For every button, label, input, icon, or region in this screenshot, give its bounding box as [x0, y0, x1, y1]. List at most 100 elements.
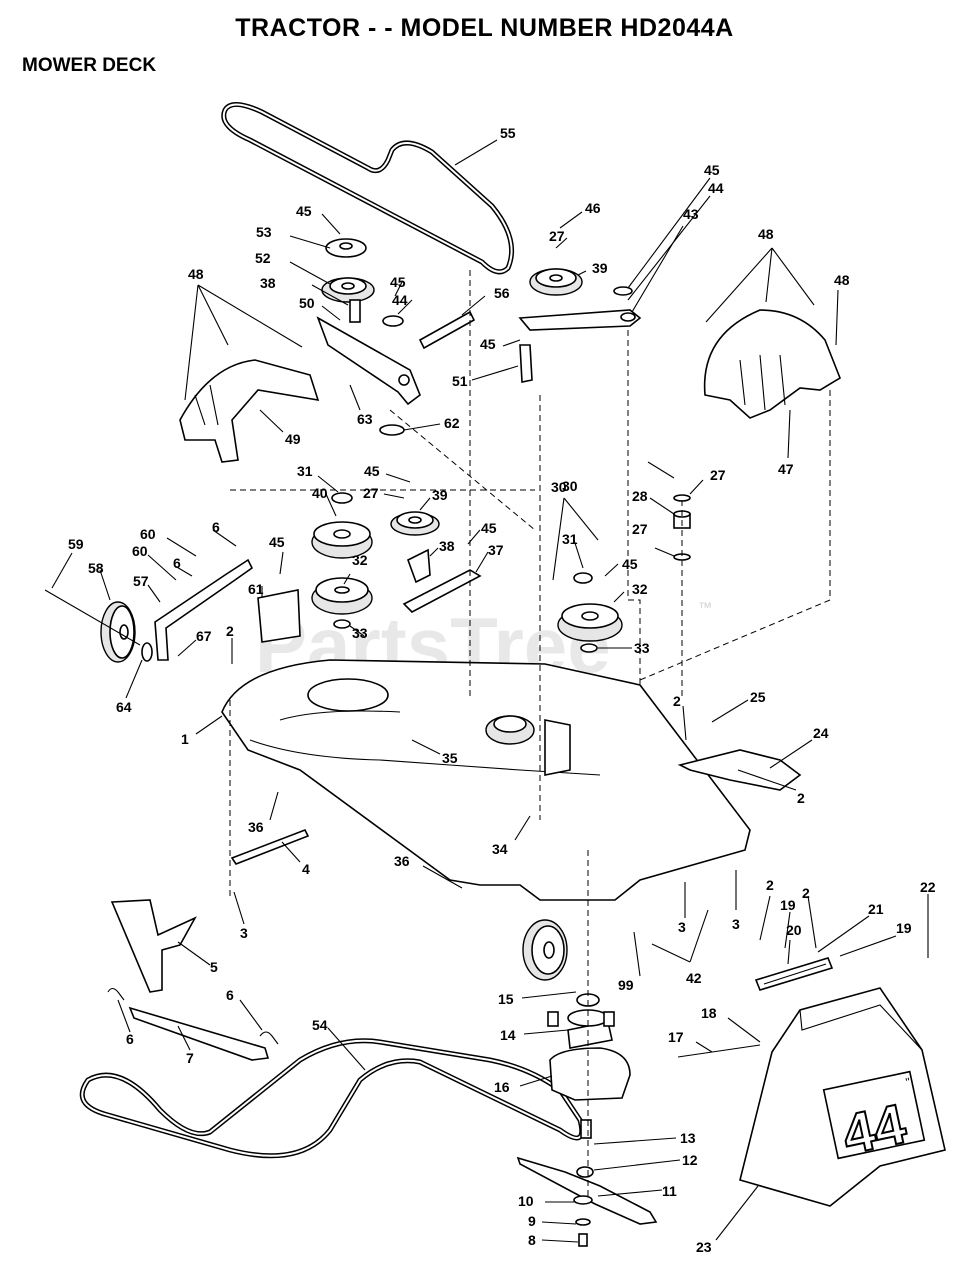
washer-64	[141, 642, 153, 662]
part-label-6: 6	[212, 519, 220, 535]
part-label-27: 27	[549, 228, 565, 244]
chute-rod-17	[677, 1044, 761, 1058]
part-label-43: 43	[683, 206, 699, 222]
part-label-16: 16	[494, 1079, 510, 1095]
gauge-wheel-58	[100, 601, 136, 663]
diagram-subtitle: MOWER DECK	[22, 55, 157, 76]
part-label-38: 38	[260, 275, 276, 291]
part-label-6: 6	[226, 987, 234, 1003]
part-label-18: 18	[701, 1005, 717, 1021]
idler-arm-50	[316, 299, 421, 406]
part-label-28: 28	[632, 488, 648, 504]
pulley-32-left	[311, 577, 373, 615]
part-label-45: 45	[296, 203, 312, 219]
idler-pulley-53	[325, 238, 367, 258]
part-label-30: 30	[562, 478, 578, 494]
part-label-8: 8	[528, 1232, 536, 1248]
part-label-2: 2	[673, 693, 681, 709]
deck-wheel	[522, 919, 568, 981]
part-label-38: 38	[439, 538, 455, 554]
belt-cover-47	[703, 309, 841, 419]
part-label-53: 53	[256, 224, 272, 240]
part-label-1: 1	[181, 731, 189, 747]
part-label-44: 44	[708, 180, 724, 196]
washer-44-right	[613, 286, 633, 296]
part-label-13: 13	[680, 1130, 696, 1146]
part-label-45: 45	[622, 556, 638, 572]
part-label-67: 67	[196, 628, 212, 644]
part-label-3: 3	[240, 925, 248, 941]
adapter-12	[576, 1166, 594, 1178]
part-label-35: 35	[442, 750, 458, 766]
washer-33-left	[333, 619, 351, 629]
part-label-19: 19	[896, 920, 912, 936]
part-label-15: 15	[498, 991, 514, 1007]
part-label-23: 23	[696, 1239, 712, 1255]
link-4	[230, 828, 310, 865]
part-label-32: 32	[632, 581, 648, 597]
part-label-21: 21	[868, 901, 884, 917]
part-label-63: 63	[357, 411, 373, 427]
part-label-64: 64	[116, 699, 132, 715]
stabilizer-bracket-5	[110, 899, 197, 993]
idler-pulley-39-upper	[529, 268, 583, 296]
part-label-48: 48	[188, 266, 204, 282]
part-label-36: 36	[248, 819, 264, 835]
part-label-25: 25	[750, 689, 766, 705]
deck-size-unit: "	[905, 1075, 912, 1090]
idler-arm-43	[518, 309, 642, 331]
pulley-40	[311, 521, 373, 559]
blade-11	[516, 1156, 658, 1225]
washer-9	[575, 1218, 591, 1226]
upper-drive-belt	[221, 102, 515, 275]
part-label-31: 31	[562, 531, 578, 547]
part-label-45: 45	[364, 463, 380, 479]
part-label-52: 52	[255, 250, 271, 266]
part-label-45: 45	[269, 534, 285, 550]
pulley-31-right	[573, 572, 593, 584]
stabilizer-bar-7	[128, 1006, 270, 1061]
part-label-45: 45	[704, 162, 720, 178]
part-label-59: 59	[68, 536, 84, 552]
washer-10	[573, 1195, 593, 1205]
part-label-6: 6	[126, 1031, 134, 1047]
part-label-3: 3	[732, 916, 740, 932]
part-label-27: 27	[632, 521, 648, 537]
idler-pulley-52	[321, 277, 375, 303]
part-label-48: 48	[834, 272, 850, 288]
chute-hinge-20	[754, 957, 834, 991]
part-label-6: 6	[173, 555, 181, 571]
part-label-50: 50	[299, 295, 315, 311]
part-label-99: 99	[618, 977, 634, 993]
bracket-38	[407, 548, 431, 584]
trademark-mark: ™	[698, 599, 712, 615]
part-label-37: 37	[488, 542, 504, 558]
bracket-24	[677, 749, 802, 791]
part-label-45: 45	[390, 274, 406, 290]
part-label-51: 51	[452, 373, 468, 389]
bolt-59	[44, 589, 141, 646]
part-label-45: 45	[480, 336, 496, 352]
idler-pulley-39-middle	[390, 511, 440, 536]
part-label-31: 31	[297, 463, 313, 479]
part-label-32: 32	[352, 552, 368, 568]
part-label-22: 22	[920, 879, 936, 895]
washer-33-right	[580, 643, 598, 653]
deck-size-badge: 44	[837, 1092, 911, 1167]
part-label-45: 45	[481, 520, 497, 536]
part-label-48: 48	[758, 226, 774, 242]
part-label-24: 24	[813, 725, 829, 741]
part-label-61: 61	[248, 581, 264, 597]
part-label-33: 33	[352, 625, 368, 641]
pulley-32-right	[557, 603, 623, 642]
part-label-17: 17	[668, 1029, 684, 1045]
part-label-40: 40	[312, 485, 328, 501]
bracket-61	[257, 589, 301, 643]
part-label-47: 47	[778, 461, 794, 477]
part-label-56: 56	[494, 285, 510, 301]
part-label-58: 58	[88, 560, 104, 576]
washer-27-right	[673, 494, 691, 561]
part-label-12: 12	[682, 1152, 698, 1168]
part-label-14: 14	[500, 1027, 516, 1043]
